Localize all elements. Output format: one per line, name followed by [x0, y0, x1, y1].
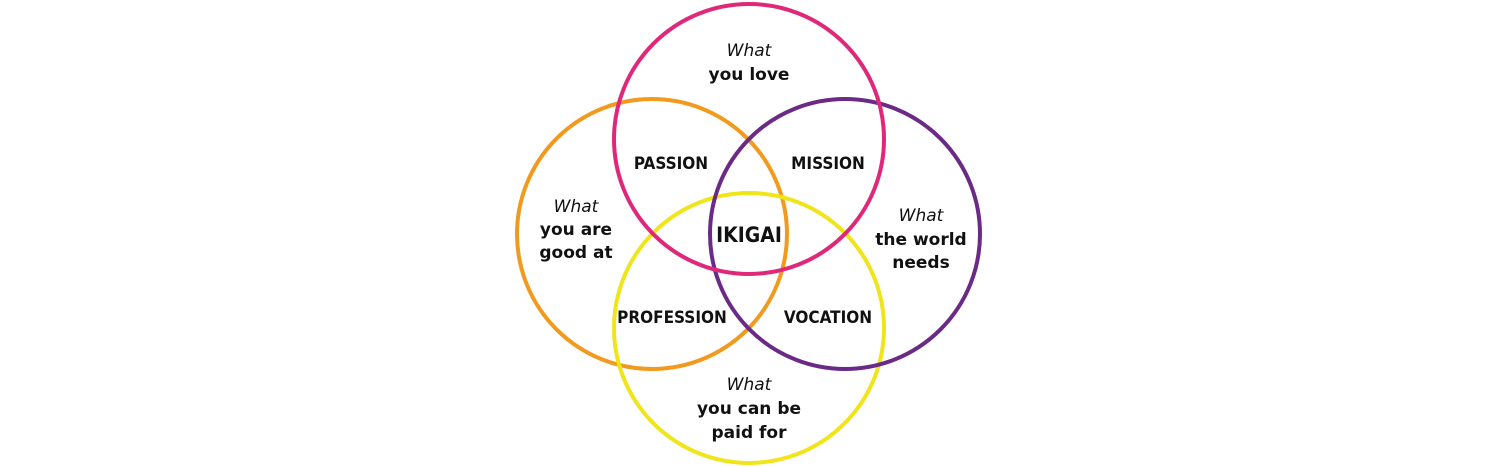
zone-passion: PASSION	[634, 154, 708, 174]
label-what-you-can-be-paid-for: What you can be paid for	[697, 375, 801, 443]
circle-world-needs	[708, 97, 982, 371]
what-you-are-good-at-line-2: good at	[539, 243, 612, 263]
what-you-can-be-paid-for-line-1: you can be	[697, 399, 801, 419]
zone-mission: MISSION	[791, 154, 865, 174]
label-what-you-love: What you love	[709, 41, 790, 85]
label-what-you-are-good-at: What you are good at	[539, 197, 612, 263]
what-you-love-line-1: you love	[709, 65, 790, 85]
what-the-world-needs-line-1: the world	[875, 230, 966, 250]
what-word: What	[554, 197, 600, 217]
zone-ikigai-center: IKIGAI	[716, 223, 782, 247]
circle-good-at	[515, 97, 789, 371]
what-you-are-good-at-line-1: you are	[540, 220, 612, 240]
what-word: What	[727, 41, 773, 61]
what-word: What	[727, 375, 773, 395]
circle-love	[612, 2, 886, 276]
label-what-the-world-needs: What the world needs	[875, 206, 966, 273]
what-the-world-needs-line-2: needs	[892, 253, 949, 273]
circle-paid-for	[612, 191, 886, 465]
what-you-can-be-paid-for-line-2: paid for	[711, 423, 787, 443]
zone-profession: PROFESSION	[617, 308, 727, 328]
zone-vocation: VOCATION	[784, 308, 872, 328]
what-word: What	[899, 206, 945, 226]
